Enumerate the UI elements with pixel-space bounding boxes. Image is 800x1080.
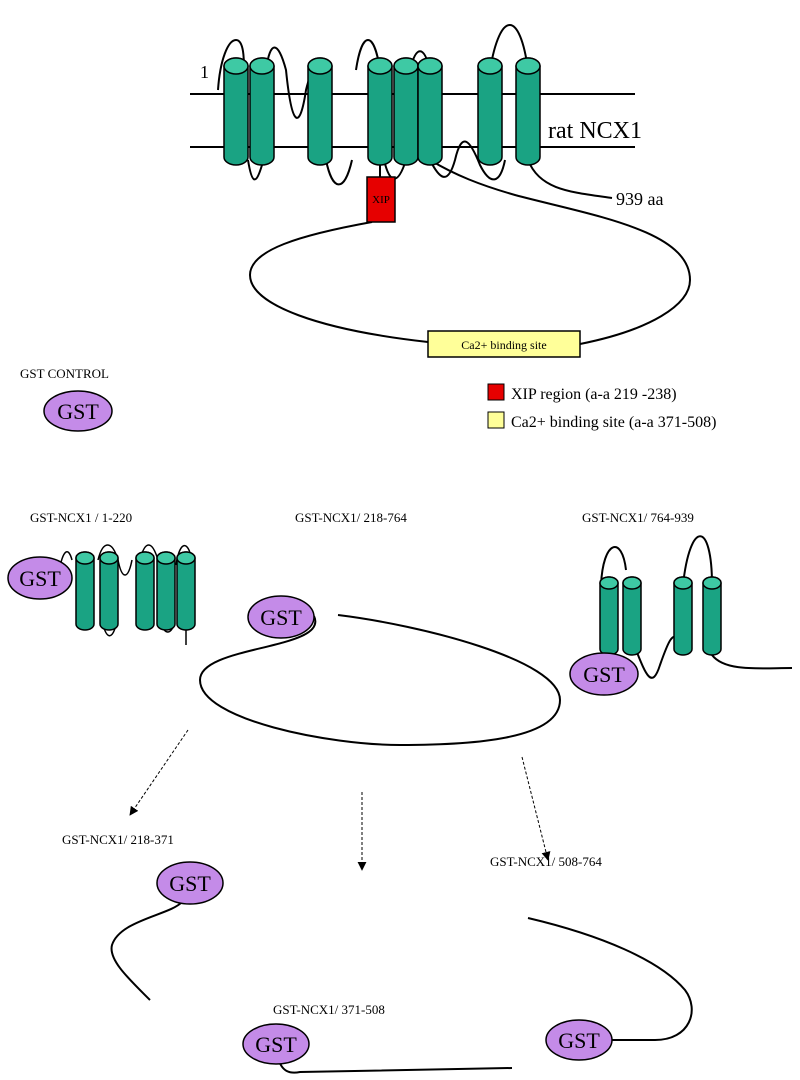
construct-218-371-label: GST-NCX1/ 218-371 — [62, 832, 174, 847]
c3-helix-3 — [673, 576, 693, 656]
construct-764-939-label: GST-NCX1/ 764-939 — [582, 510, 694, 525]
construct-218-764-gst-label: GST — [260, 605, 302, 630]
tm-helix-1 — [223, 57, 249, 166]
xip-box-label: XIP — [372, 194, 390, 206]
construct-218-371: GST-NCX1/ 218-371 GST — [62, 832, 224, 1001]
tm-helix-6 — [417, 57, 443, 166]
ca-binding-box-label: Ca2+ binding site — [461, 338, 546, 352]
tm-helix-5 — [393, 57, 419, 166]
construct-508-764-chain — [527, 917, 693, 1041]
construct-764-939-gst-label: GST — [583, 662, 625, 687]
gst-control-oval-label: GST — [57, 399, 99, 424]
transmembrane-helices — [223, 57, 541, 166]
ca-binding-box — [427, 330, 581, 358]
construct-218-764-gst — [247, 595, 315, 639]
intracellular-loop-right — [429, 159, 692, 345]
construct-371-508: GST-NCX1/ 371-508 GST — [242, 1002, 513, 1074]
construct-218-764-label: GST-NCX1/ 218-764 — [295, 510, 407, 525]
construct-1-220: GST-NCX1 / 1-220 GST — [7, 510, 196, 645]
c1-helix-2 — [99, 551, 119, 631]
arrows — [129, 729, 551, 871]
construct-1-220-gst-label: GST — [19, 566, 61, 591]
construct-371-508-label: GST-NCX1/ 371-508 — [273, 1002, 385, 1017]
c1-helix-4 — [156, 551, 176, 631]
construct-218-764-chain — [198, 614, 562, 747]
construct-218-371-gst-label: GST — [169, 871, 211, 896]
tm-helix-3 — [307, 57, 333, 166]
tm-helix-7 — [477, 57, 503, 166]
gst-control-oval — [43, 390, 113, 432]
tm-helix-8 — [515, 57, 541, 166]
c3-helix-1 — [599, 576, 619, 656]
tm-helix-4 — [367, 57, 393, 166]
c1-helix-5 — [176, 551, 196, 631]
construct-508-764: GST-NCX1/ 508-764 GST — [490, 854, 693, 1061]
rat-ncx1-topology: XIP Ca2+ binding site 1 rat NCX1 939 aa — [190, 24, 692, 358]
n-terminus-label: 1 — [200, 62, 209, 82]
construct-508-764-gst-label: GST — [558, 1028, 600, 1053]
c1-helix-1 — [75, 551, 95, 631]
construct-764-939-helices — [599, 576, 722, 656]
legend-ca-text: Ca2+ binding site (a-a 371-508) — [511, 414, 716, 431]
gst-control-title: GST CONTROL — [20, 366, 109, 381]
construct-1-220-label: GST-NCX1 / 1-220 — [30, 510, 132, 525]
construct-371-508-chain — [277, 1057, 513, 1074]
arrow-to-218-371 — [129, 729, 189, 816]
construct-371-508-gst-label: GST — [255, 1032, 297, 1057]
legend-xip-swatch — [487, 383, 505, 401]
arrow-to-508-764 — [521, 756, 551, 861]
construct-1-220-gst — [7, 556, 73, 600]
legend-ca-swatch — [487, 411, 505, 429]
c-terminus-label: 939 aa — [616, 189, 663, 209]
xip-box — [366, 176, 396, 223]
c3-helix-4 — [702, 576, 722, 656]
construct-371-508-gst — [242, 1023, 310, 1065]
construct-764-939-loops — [600, 535, 793, 679]
legend: XIP region (a-a 219 -238) Ca2+ binding s… — [487, 383, 716, 431]
gst-control: GST CONTROL GST — [20, 366, 113, 432]
intracellular-loop-left — [248, 221, 429, 343]
c1-helix-3 — [135, 551, 155, 631]
construct-218-764: GST-NCX1/ 218-764 GST — [198, 510, 562, 747]
construct-1-220-helices — [75, 551, 196, 631]
construct-218-371-gst — [156, 861, 224, 905]
protein-name-label: rat NCX1 — [548, 118, 642, 144]
legend-xip-text: XIP region (a-a 219 -238) — [511, 386, 677, 403]
construct-764-939: GST-NCX1/ 764-939 GST — [569, 510, 793, 696]
construct-508-764-gst — [545, 1019, 613, 1061]
c3-helix-2 — [622, 576, 642, 656]
tm-helix-2 — [249, 57, 275, 166]
construct-764-939-gst — [569, 652, 639, 696]
construct-218-371-chain — [110, 901, 183, 1001]
construct-508-764-label: GST-NCX1/ 508-764 — [490, 854, 602, 869]
